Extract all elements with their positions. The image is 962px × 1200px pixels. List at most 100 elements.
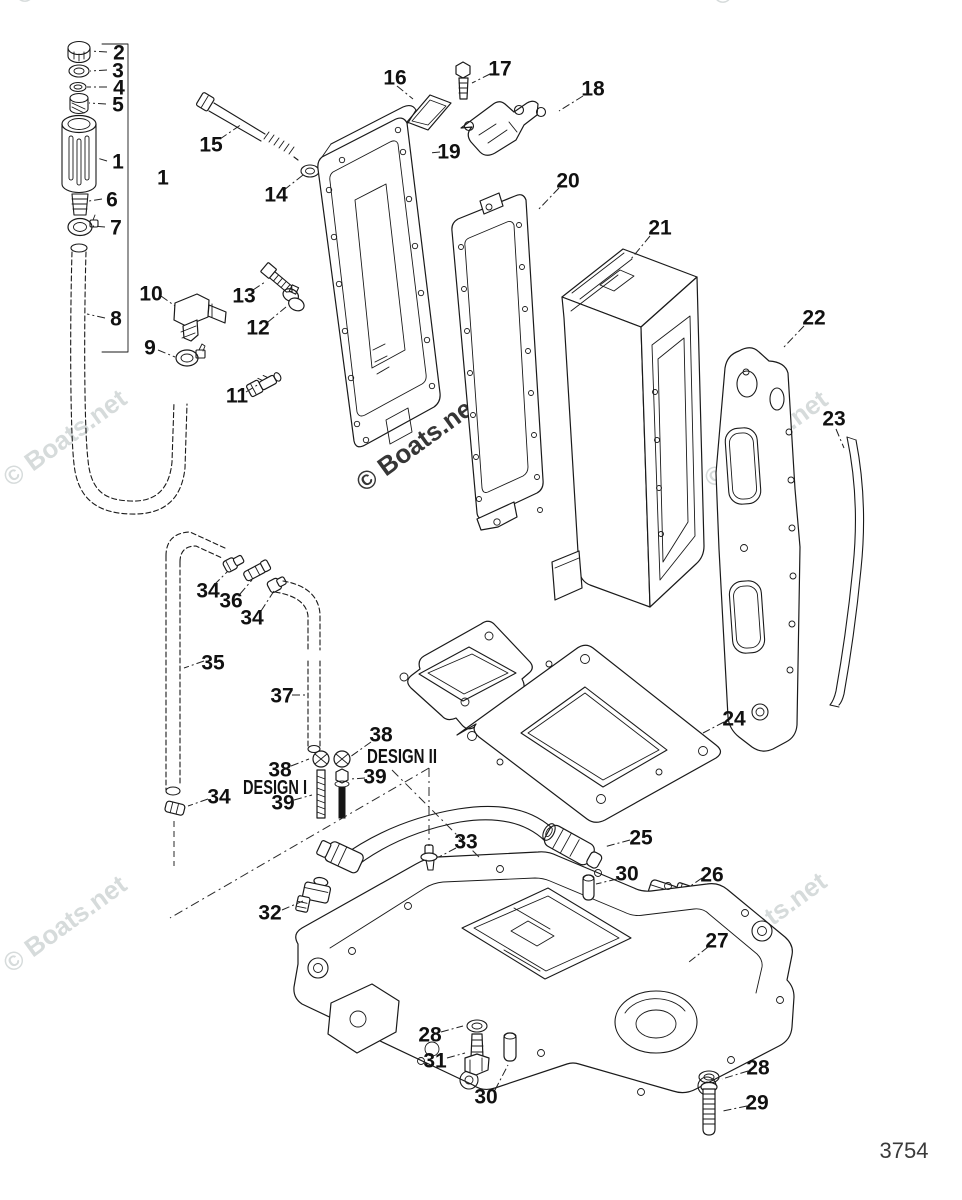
callout-leader-line [595,878,618,885]
callout-leader-line [835,428,845,449]
callout-label-20: 20 [556,170,579,193]
callout-leader-line [90,50,108,53]
callout-leader-line [252,281,266,291]
callout-label-24: 24 [722,708,746,731]
part-25-hose-drawing [316,805,603,874]
callout-label-16: 16 [383,67,406,90]
part-6-nipple-drawing [71,193,89,216]
part-8-hose-drawing [70,251,188,515]
part-14-washer-drawing [300,164,320,178]
callout-label-33: 33 [454,831,477,854]
callout-leader-line [283,174,304,191]
callout-label-34: 34 [240,607,264,630]
callout-leader-line [213,570,229,586]
callout-leader-line [86,313,106,319]
callout-leader-line [183,660,205,669]
callout-leader-line [157,349,176,358]
callout-label-34: 34 [196,580,220,603]
callout-label-18: 18 [581,78,605,101]
callout-leader-line [630,235,651,260]
part-4-oring-drawing [69,81,87,93]
part-39-stud-design1-drawing [316,769,326,819]
watermark-text: © Boats.net [706,0,841,11]
callout-leader-line [160,295,176,307]
callout-label-37: 37 [270,685,293,708]
part-28-washer-left-drawing [466,1019,488,1033]
callout-leader-line [88,198,103,202]
callout-label-29: 29 [745,1092,768,1115]
part-30-pin-bottom-drawing [503,1032,517,1062]
part-22-gasket-drawing [715,347,801,752]
part-20-gasket-plate-drawing [451,192,544,531]
part-10-elbow-fitting-drawing [173,293,227,342]
part-38-nut-design2-drawing [333,750,351,768]
callout-leader-line [438,847,457,858]
callout-label-8: 8 [110,308,122,331]
part-9-clamp-drawing [175,343,206,367]
part-35-hose-drawing [165,531,228,796]
part-15-long-bolt-drawing [195,92,299,161]
part-13-bolt-drawing [260,262,293,293]
part-23-seal-strip-drawing [829,436,865,708]
part-24-adapter-plate-drawing [456,644,722,823]
callout-label-14: 14 [264,184,288,207]
part-39-screw-design2-drawing [334,768,350,819]
callout-leader-line [219,123,243,140]
part-31-bolt-drawing [464,1033,490,1076]
callout-leader-line [350,777,366,780]
callout-label-6: 6 [106,189,118,212]
callout-label-38: 38 [268,759,292,782]
part-36-connector-drawing [243,559,272,582]
callout-leader-line [239,579,253,595]
part-34b-connector-drawing [266,576,287,594]
callout-label-1: 1 [112,151,124,174]
callout-label-21: 21 [648,217,672,240]
callout-leader-line [396,85,414,100]
callout-leader-line [89,69,108,72]
part-16-gasket-drawing [406,94,452,131]
callout-label-31: 31 [423,1050,447,1073]
callout-label-12: 12 [246,317,269,340]
callout-label-2: 2 [113,42,125,65]
part-12-clamp-drawing [282,284,305,312]
callout-label-11: 11 [226,385,249,408]
part-18-bracket-drawing [460,100,547,156]
assembly-1-bracket [101,43,129,353]
callout-leader-line [92,225,106,228]
hose-end-ring [70,243,88,253]
callout-leader-line [260,590,275,612]
callout-leader-line [245,383,260,393]
callout-label-30: 30 [615,863,638,886]
callout-leader-line [558,95,584,112]
callout-label-28: 28 [418,1024,442,1047]
callout-label-32: 32 [258,902,281,925]
callout-label-3: 3 [112,60,124,83]
callout-leader-line [429,151,441,154]
part-34c-connector-drawing [164,800,186,816]
callout-leader-line [446,1052,466,1059]
callout-label-26: 26 [700,864,723,887]
callout-label-35: 35 [201,652,225,675]
leader-lines-layer [86,50,845,1112]
callout-label-39: 39 [271,792,294,815]
part-32-elbow-fitting-drawing [295,876,332,913]
watermark-text: © Boats.net [8,0,143,10]
callout-label-17: 17 [488,58,511,81]
watermark-text: © Boats.net [0,869,132,979]
callout-label-30: 30 [474,1086,497,1109]
part-1-filter-body-drawing [61,114,97,194]
callout-leader-line [281,900,304,911]
part-29-bolt-drawing [700,1081,718,1136]
design-variant-label-design-i: DESIGN I [243,777,307,799]
design-variant-label-design-ii: DESIGN II [367,746,437,768]
callout-label-36: 36 [219,590,242,613]
callout-label-39: 39 [363,766,386,789]
callout-leader-line [603,839,631,848]
callout-label-7: 7 [110,217,122,240]
part-30-pin-top-drawing [582,874,595,901]
callout-leader-line [440,1025,464,1033]
part-3-washer-drawing [68,64,90,78]
page-code: 3754 [880,1138,929,1163]
